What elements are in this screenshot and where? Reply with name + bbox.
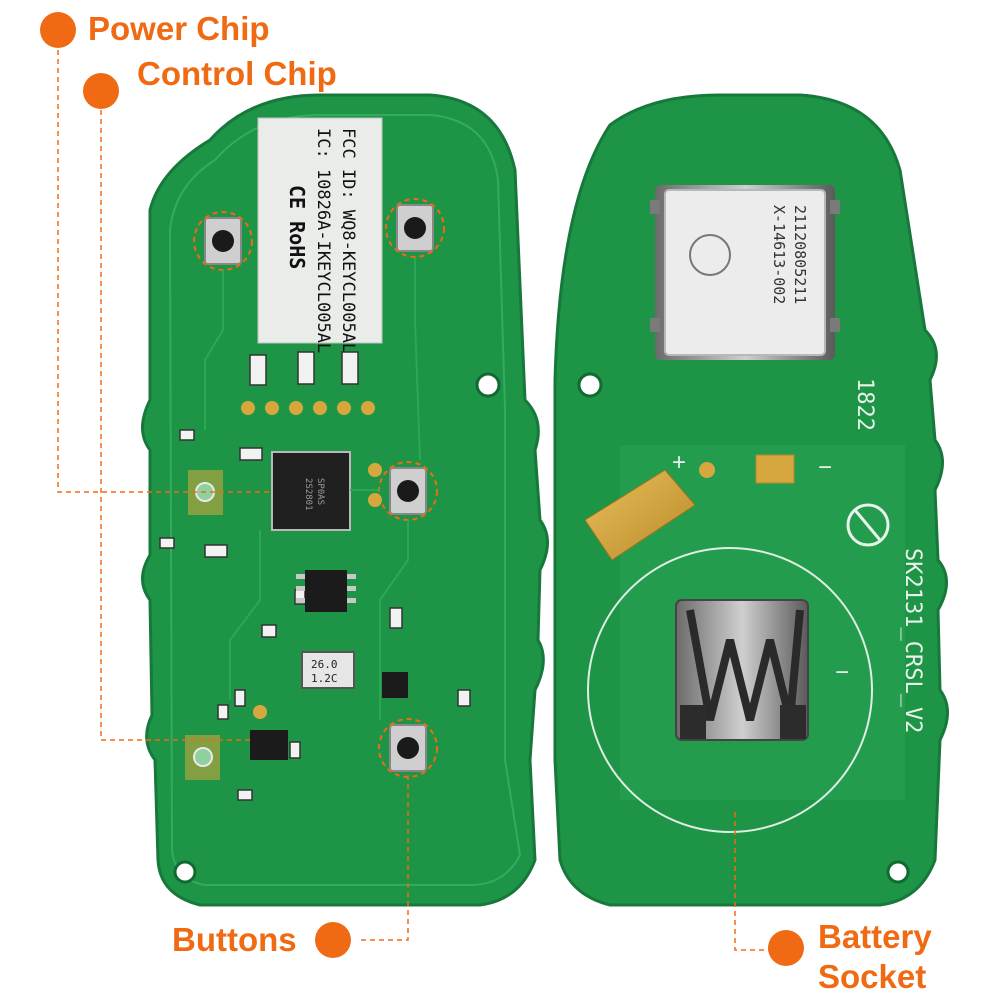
battery-socket-label-line2: Socket <box>818 958 927 995</box>
battery-socket-clip <box>675 599 809 741</box>
crystal-text: 26.0 <box>311 658 338 671</box>
buttons-marker-dot <box>315 922 351 958</box>
rf-shield-chip: X-14613-002 21120805211 <box>650 185 840 360</box>
positive-marker: + <box>672 449 686 476</box>
power-chip-label: Power Chip <box>88 10 270 47</box>
tactile-button <box>378 718 438 778</box>
negative-marker-2: − <box>835 659 849 686</box>
ce-rohs-marks: CE RoHS <box>285 185 309 269</box>
control-chip-marker-dot <box>83 73 119 109</box>
left-pcb-board: FCC ID: WQ8-KEYCL005AL IC: 10826A-IKEYCL… <box>141 93 549 907</box>
buttons-label: Buttons <box>172 921 297 958</box>
crystal-subtext: 1.2C <box>311 672 338 685</box>
power-chip-marker-dot <box>40 12 76 48</box>
shield-chip-line2: 21120805211 <box>791 205 809 304</box>
svg-text:SP0AS: SP0AS <box>315 478 325 505</box>
battery-socket-label-line1: Battery <box>818 918 932 955</box>
negative-marker: − <box>818 454 832 481</box>
fcc-label-sticker: FCC ID: WQ8-KEYCL005AL IC: 10826A-IKEYCL… <box>257 117 383 353</box>
shield-chip-line1: X-14613-002 <box>770 205 788 304</box>
battery-socket-marker-dot <box>768 930 804 966</box>
tactile-button <box>385 198 445 258</box>
callout-leader-lines <box>57 50 775 951</box>
right-pcb-board: X-14613-002 21120805211 1822 + − − SK213… <box>553 93 949 907</box>
control-chip: SP0AS 2S2801 <box>271 451 351 531</box>
power-chip <box>296 570 356 612</box>
control-chip-label: Control Chip <box>137 55 337 92</box>
battery-contact-tab <box>584 469 696 561</box>
smd-components <box>159 351 471 801</box>
board-code: SK2131_CRSL_V2 <box>900 548 925 733</box>
svg-text:2S2801: 2S2801 <box>303 478 313 511</box>
crystal-oscillator: 26.0 1.2C <box>301 651 355 689</box>
date-code: 1822 <box>852 378 877 431</box>
ic-text: IC: 10826A-IKEYCL005AL <box>313 128 333 353</box>
fcc-id-text: FCC ID: WQ8-KEYCL005AL <box>338 128 358 353</box>
